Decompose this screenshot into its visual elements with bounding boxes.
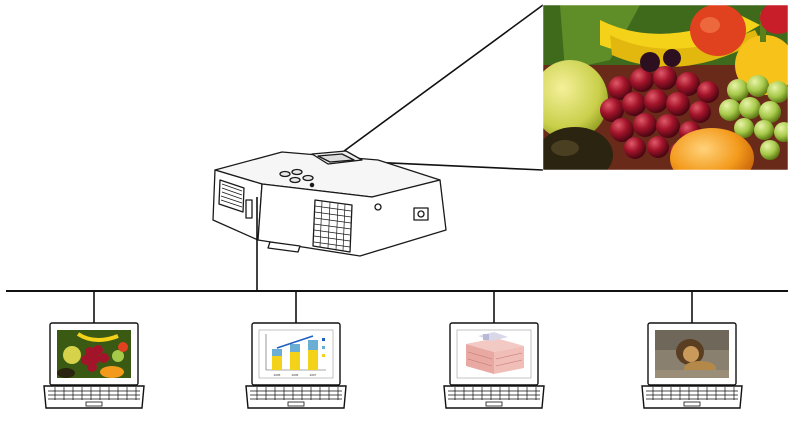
chart-tick-label: 2005 <box>274 373 281 377</box>
laptop-building <box>444 323 544 408</box>
projector-icon <box>213 151 446 256</box>
laptop-chart: 2005 2006 2007 <box>246 323 346 408</box>
projection-beam-top <box>340 5 543 154</box>
laptop-fruit <box>44 323 144 408</box>
fruit-photo-image <box>532 2 788 188</box>
chart-tick-label: 2006 <box>292 373 299 377</box>
chart-tick-label: 2007 <box>310 373 317 377</box>
laptop-lion <box>642 323 742 408</box>
